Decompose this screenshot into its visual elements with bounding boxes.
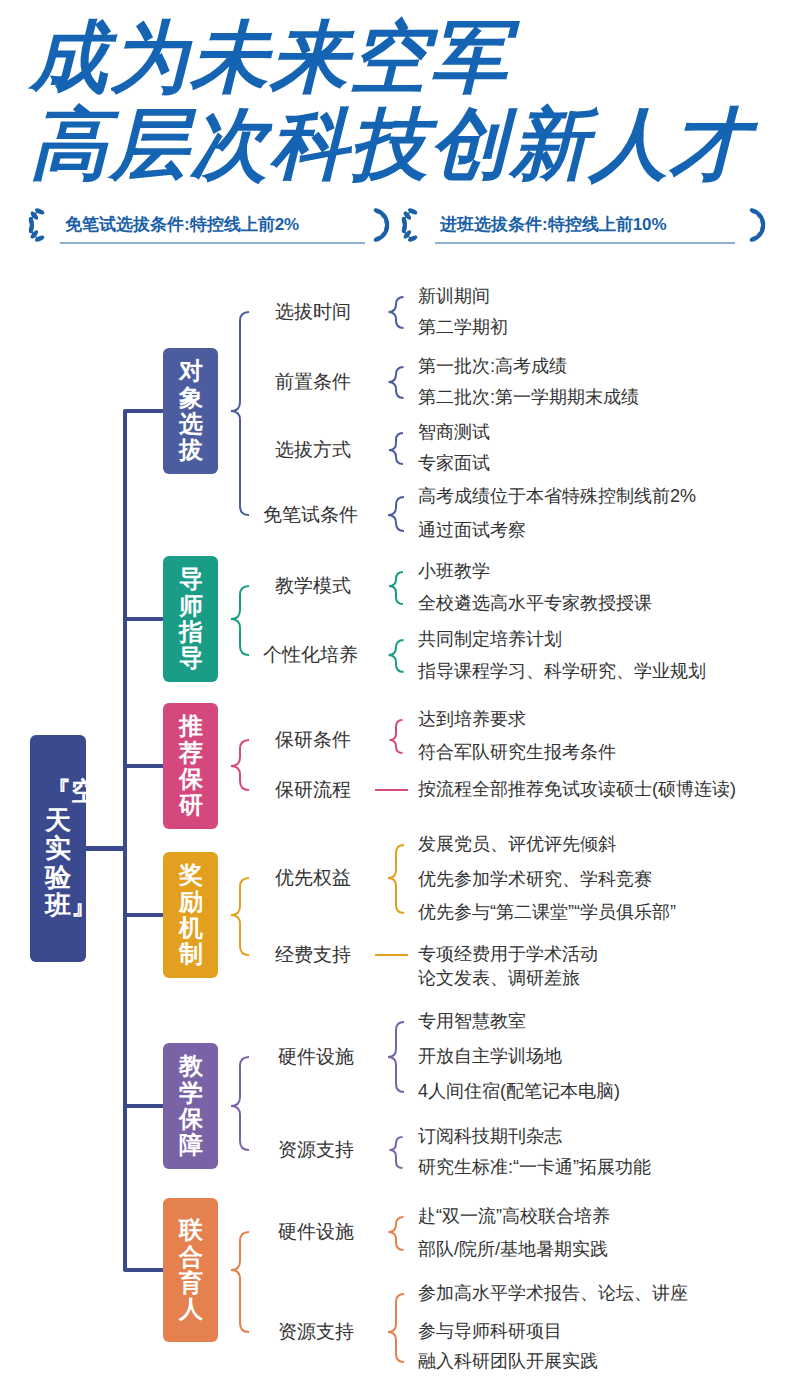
mindmap-label: 专项经费用于学术活动 论文发表、调研差旅: [418, 943, 658, 990]
category-brace: [231, 878, 249, 955]
sub-brace: [390, 1137, 403, 1168]
category-box: 对象选拔: [163, 348, 218, 474]
mindmap-label: 优先参与“第二课堂”“学员俱乐部”: [418, 901, 676, 924]
category-brace: [231, 312, 249, 515]
category-brace: [231, 1232, 249, 1332]
category-box: 奖励机制: [163, 852, 218, 978]
mindmap-label: 参加高水平学术报告、论坛、讲座: [418, 1282, 688, 1305]
sub-brace: [389, 640, 404, 672]
branch-line: [375, 954, 408, 956]
laurel: [401, 207, 418, 243]
mindmap-label: 4人间住宿(配笔记本电脑): [418, 1080, 620, 1103]
badge-underline: [60, 243, 365, 244]
sub-brace: [388, 1294, 404, 1362]
mindmap-label: 选拔方式: [275, 438, 351, 463]
mindmap-label: 第一批次:高考成绩: [418, 355, 567, 378]
mindmap-label: 参与导师科研项目: [418, 1320, 562, 1343]
badge-text: 免笔试选拔条件:特控线上前2%: [65, 214, 299, 236]
laurel-leaf: [34, 234, 45, 242]
branch-line: [375, 789, 408, 791]
mindmap-label: 教学模式: [275, 574, 351, 599]
mindmap-label: 优先权益: [275, 866, 351, 891]
laurel: [373, 207, 390, 243]
sub-brace: [389, 297, 404, 328]
mindmap-label: 订阅科技期刊杂志: [418, 1125, 562, 1148]
sub-brace: [388, 1022, 404, 1092]
laurel-leaf: [749, 234, 760, 242]
mindmap-label: 部队/院所/基地暑期实践: [418, 1238, 608, 1261]
mindmap-label: 选拔时间: [275, 300, 351, 325]
badge-text: 进班选拔条件:特控线上前10%: [440, 214, 667, 236]
mindmap-label: 专家面试: [418, 452, 490, 475]
mindmap-label: 开放自主学训场地: [418, 1045, 562, 1068]
category-box: 推荐保研: [163, 703, 218, 829]
root-box: 『空天实验班』: [30, 735, 86, 962]
category-brace: [231, 740, 249, 790]
mindmap-label: 按流程全部推荐免试攻读硕士(硕博连读): [418, 778, 736, 801]
sub-brace: [389, 1217, 404, 1250]
vertical-title: 教学保障: [179, 1053, 203, 1159]
sub-brace: [388, 497, 404, 531]
mindmap-label: 指导课程学习、科学研究、学业规划: [418, 660, 706, 683]
mindmap-label: 共同制定培养计划: [418, 628, 562, 651]
category-brace: [231, 586, 249, 655]
mindmap-label: 赴“双一流”高校联合培养: [418, 1205, 610, 1228]
mindmap-label: 硬件设施: [278, 1045, 354, 1070]
sub-brace: [389, 367, 404, 398]
mindmap-label: 免笔试条件: [263, 503, 358, 528]
mindmap-label: 个性化培养: [263, 643, 358, 668]
mindmap-label: 达到培养要求: [418, 708, 526, 731]
tree-connector: [86, 766, 163, 849]
laurel: [749, 207, 766, 243]
vertical-title: 对象选拔: [179, 358, 203, 464]
category-brace: [231, 1057, 249, 1150]
mindmap-label: 资源支持: [278, 1320, 354, 1345]
mindmap-label: 第二批次:第一学期期末成绩: [418, 386, 639, 409]
sub-brace: [389, 433, 403, 464]
tree-connector: [86, 411, 163, 849]
mindmap-label: 保研流程: [275, 778, 351, 803]
sub-brace: [388, 845, 404, 913]
laurel-leaf: [407, 234, 418, 242]
tree-connector: [86, 849, 163, 1271]
mindmap-label: 第二学期初: [418, 316, 508, 339]
title-text: 成为未来空军 高层次科技创新人才: [30, 14, 790, 189]
mindmap-label: 发展党员、评优评先倾斜: [418, 833, 616, 856]
mindmap-label: 融入科研团队开展实践: [418, 1350, 598, 1373]
vertical-title: 奖励机制: [179, 862, 203, 968]
sub-brace: [390, 720, 403, 753]
mindmap-label: 优先参加学术研究、学科竞赛: [418, 868, 652, 891]
category-box: 联合育人: [163, 1198, 218, 1342]
mindmap-label: 全校遴选高水平专家教授授课: [418, 592, 652, 615]
laurel: [28, 207, 45, 243]
mindmap-label: 高考成绩位于本省特殊控制线前2%: [418, 485, 696, 508]
mindmap-label: 研究生标准:“一卡通”拓展功能: [418, 1156, 651, 1179]
vertical-title: 联合育人: [179, 1217, 203, 1323]
vertical-title: 『空天实验班』: [45, 777, 71, 920]
laurel-leaf: [373, 234, 384, 242]
mindmap-label: 保研条件: [275, 728, 351, 753]
vertical-title: 导师指导: [179, 566, 203, 672]
sub-brace: [389, 572, 403, 604]
mindmap-label: 经费支持: [275, 943, 351, 968]
mindmap-label: 资源支持: [278, 1138, 354, 1163]
category-box: 导师指导: [163, 556, 218, 682]
mindmap-label: 通过面试考察: [418, 519, 526, 542]
mindmap-label: 专用智慧教室: [418, 1010, 526, 1033]
mindmap-label: 硬件设施: [278, 1220, 354, 1245]
vertical-title: 推荐保研: [179, 713, 203, 819]
mindmap-label: 智商测试: [418, 421, 490, 444]
mindmap-label: 符合军队研究生报考条件: [418, 741, 616, 764]
category-box: 教学保障: [163, 1043, 218, 1169]
mindmap-label: 前置条件: [275, 370, 351, 395]
mindmap-label: 小班教学: [418, 560, 490, 583]
badge-underline: [435, 243, 735, 244]
tree-connector: [86, 619, 163, 849]
mindmap-label: 新训期间: [418, 285, 490, 308]
